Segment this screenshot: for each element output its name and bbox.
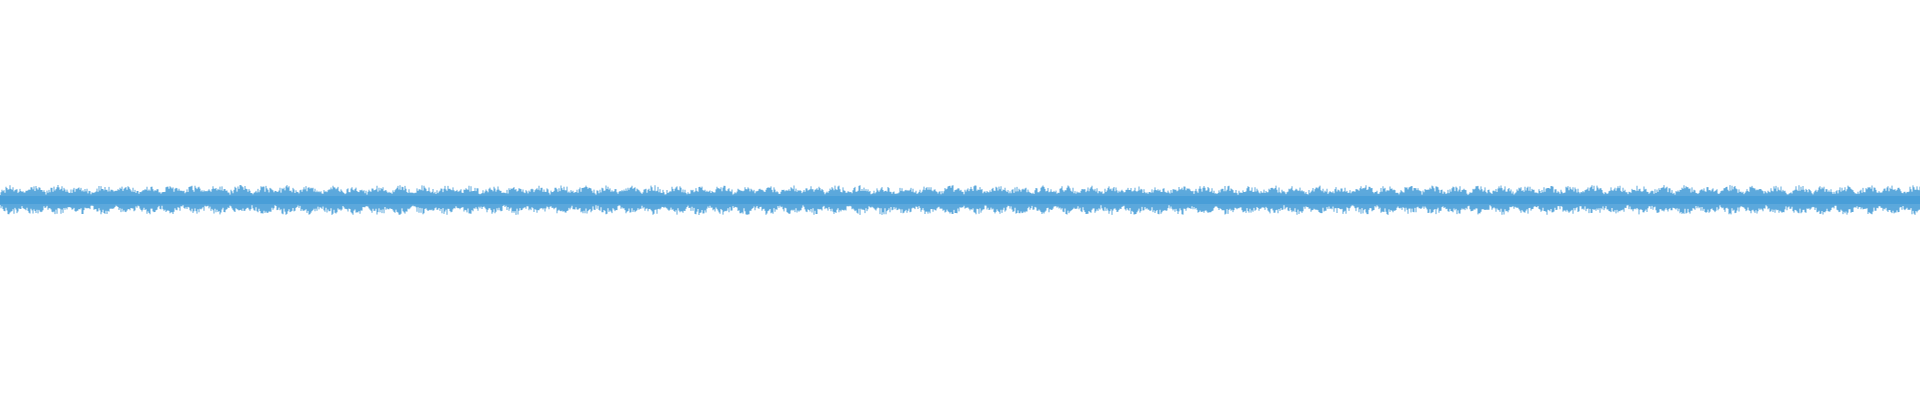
waveform-trace [0, 185, 1920, 215]
waveform-samples [0, 185, 1920, 215]
